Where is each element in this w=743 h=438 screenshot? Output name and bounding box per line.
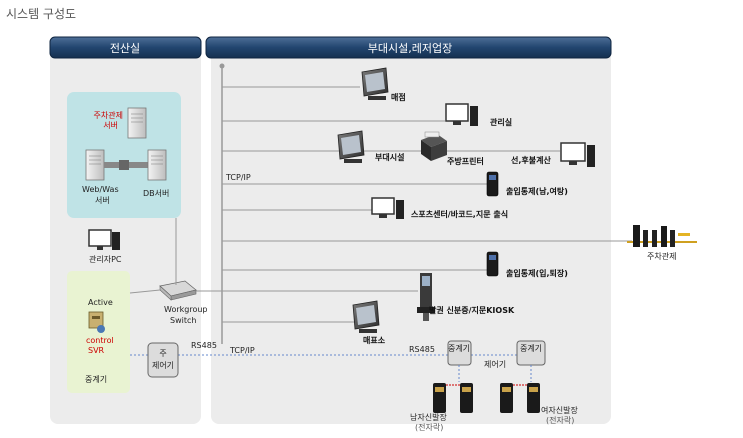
male-locker-label-1: 남자신발장 <box>410 412 447 422</box>
access-entry-exit-label: 출입통제(입,퇴장) <box>506 268 568 278</box>
switch-icon <box>159 280 197 301</box>
annex-pos-icon <box>337 130 365 163</box>
kiosk-icon <box>417 273 435 321</box>
admin-office-label: 관리실 <box>490 117 512 127</box>
kitchen-printer-label: 주방프린터 <box>447 156 484 166</box>
parking-server-label-1: 주차관제 <box>94 110 123 120</box>
server-room-title: 전산실 <box>110 42 140 55</box>
control-svr-label-1: control <box>86 336 114 345</box>
parking-server-label-2: 서버 <box>103 120 118 130</box>
db-server-icon <box>147 149 167 181</box>
rs485-label-right: RS485 <box>409 345 435 354</box>
male-locker-reader-2 <box>460 383 473 413</box>
parking-control-label: 주차관제 <box>647 251 676 261</box>
parking-server-icon <box>127 107 147 139</box>
access-reader-icon-2 <box>486 251 499 277</box>
backbone-top-dot <box>219 63 225 69</box>
rs485-label-left: RS485 <box>191 341 217 350</box>
kiosk-label: 발권 신분증/지문KIOSK <box>429 305 515 315</box>
parking-gate-icon <box>627 225 697 247</box>
web-was-label-2: 서버 <box>95 195 110 205</box>
facility-header <box>205 36 612 59</box>
sports-center-label: 스포츠센터/바코드,지문 출식 <box>411 209 508 219</box>
main-controller-label-1: 주 <box>159 349 166 358</box>
admin-pc-label: 관리자PC <box>89 254 122 264</box>
web-was-label-1: Web/Was <box>82 185 119 194</box>
annex-label: 부대시설 <box>375 152 404 162</box>
main-controller-label-2: 제어기 <box>152 360 174 370</box>
female-locker-reader-1 <box>500 383 513 413</box>
relay-server-label: 중계기 <box>85 374 107 384</box>
control-server-icon <box>88 311 105 333</box>
male-locker-reader-1 <box>433 383 446 413</box>
kitchen-printer-icon <box>421 131 447 161</box>
control-svr-label-2: SVR <box>88 346 105 355</box>
female-locker-label-2: (전자락) <box>546 415 574 425</box>
access-reader-icon-1 <box>486 171 499 197</box>
page-title: 시스템 구성도 <box>6 7 76 21</box>
server-link-node <box>119 160 129 170</box>
web-was-server-icon <box>85 149 105 181</box>
main-controller-box <box>147 342 179 378</box>
prepaid-postpaid-label: 선,후불계산 <box>511 155 551 165</box>
admin-pc-icon <box>88 229 120 250</box>
female-locker-label-1: 여자신발장 <box>541 405 578 415</box>
relay-to-switch-line <box>129 289 161 294</box>
tcp-ip-label-2: TCP/IP <box>229 346 255 355</box>
db-server-label: DB서버 <box>143 188 169 198</box>
switch-label-2: Switch <box>170 316 196 325</box>
active-label: Active <box>88 298 113 307</box>
ticket-booth-pos-icon <box>352 300 380 333</box>
store-label: 매점 <box>391 92 406 102</box>
prepaid-pc-icon <box>560 142 595 167</box>
server-cluster-box <box>67 92 181 218</box>
switch-label-1: Workgroup <box>164 305 208 314</box>
relay-label-1: 중계기 <box>448 343 470 353</box>
controller-label: 제어기 <box>484 359 506 369</box>
tcp-ip-label-1: TCP/IP <box>225 173 251 182</box>
male-locker-label-2: (전자락) <box>415 422 443 432</box>
relay-label-2: 중계기 <box>520 343 542 353</box>
facility-panel <box>211 50 611 424</box>
ticket-booth-label: 매표소 <box>363 335 386 345</box>
server-room-header <box>49 36 202 59</box>
store-pos-icon <box>361 67 389 100</box>
access-male-female-label: 출입통제(남,여탕) <box>506 186 568 196</box>
female-locker-reader-2 <box>527 383 540 413</box>
admin-office-pc-icon <box>445 103 478 126</box>
sports-center-pc-icon <box>371 197 404 219</box>
facility-title: 부대시설,레저업장 <box>368 42 452 55</box>
